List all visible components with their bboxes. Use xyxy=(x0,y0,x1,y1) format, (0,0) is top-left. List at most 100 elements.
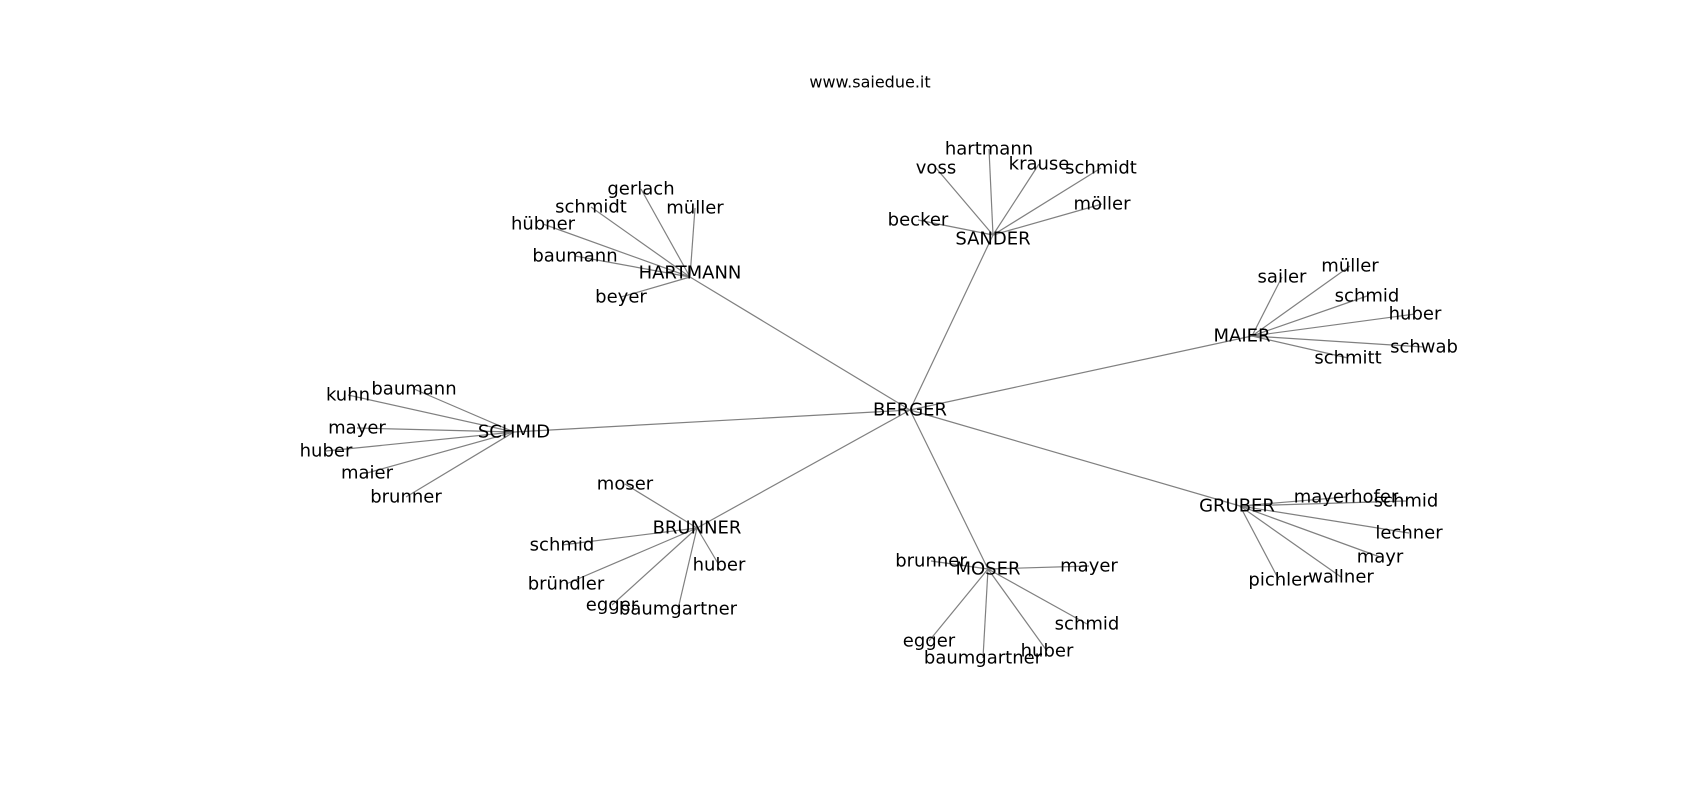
leaf-node-label-maier-4: schwab xyxy=(1390,337,1458,358)
leaf-node-label-hartmann-3: hübner xyxy=(511,214,576,235)
leaf-node-label-sander-0: hartmann xyxy=(945,139,1033,160)
edge-root-schmid xyxy=(513,409,911,433)
leaf-node-label-maier-2: schmid xyxy=(1335,286,1400,307)
leaf-node-label-maier-0: sailer xyxy=(1258,267,1307,288)
edge-root-moser xyxy=(909,409,989,570)
edge-moser-4 xyxy=(987,568,1048,652)
edge-sander-5 xyxy=(917,219,994,236)
edge-hartmann-2 xyxy=(689,207,696,278)
edge-sander-4 xyxy=(992,203,1103,236)
leaf-node-label-gruber-2: lechner xyxy=(1375,523,1443,544)
edge-maier-5 xyxy=(1251,335,1349,359)
leaf-node-label-brunner-3: bründler xyxy=(528,574,605,595)
hub-node-label-brunner: BRUNNER xyxy=(653,518,742,539)
edge-hartmann-1 xyxy=(590,206,691,278)
edge-schmid-4 xyxy=(366,431,515,474)
edge-moser-0 xyxy=(930,560,989,570)
leaf-node-label-sander-5: becker xyxy=(888,210,949,231)
edge-brunner-5 xyxy=(677,527,698,610)
leaf-node-label-maier-5: schmitt xyxy=(1314,348,1381,369)
leaf-node-label-maier-3: huber xyxy=(1389,304,1442,325)
edge-root-maier xyxy=(909,335,1253,411)
leaf-node-label-schmid-5: brunner xyxy=(370,487,442,508)
edge-hartmann-4 xyxy=(574,255,691,278)
hub-node-label-hartmann: HARTMANN xyxy=(639,263,742,284)
edge-moser-2 xyxy=(987,568,1088,625)
leaf-node-label-schmid-4: maier xyxy=(341,463,394,484)
leaf-node-label-hartmann-1: schmidt xyxy=(555,197,627,218)
edge-brunner-0 xyxy=(624,483,698,529)
hub-node-label-sander: SANDER xyxy=(955,229,1030,250)
leaf-node-label-hartmann-4: baumann xyxy=(532,246,617,267)
edge-schmid-2 xyxy=(356,427,515,433)
leaf-node-label-brunner-4: egger xyxy=(586,595,639,616)
leaf-node-label-brunner-5: baumgartner xyxy=(619,599,738,620)
leaf-node-label-gruber-1: schmid xyxy=(1374,491,1439,512)
edge-root-hartmann xyxy=(689,276,911,411)
leaf-node-label-hartmann-5: beyer xyxy=(595,287,647,308)
edge-moser-5 xyxy=(982,568,989,659)
leaf-node-label-gruber-0: mayerhofer xyxy=(1294,487,1399,508)
edge-gruber-2 xyxy=(1239,505,1410,534)
edge-schmid-5 xyxy=(405,431,515,498)
hub-node-label-maier: MAIER xyxy=(1213,326,1270,347)
root-node-label: BERGER xyxy=(873,400,947,421)
hub-node-label-gruber: GRUBER xyxy=(1199,496,1275,517)
leaf-node-label-moser-3: egger xyxy=(903,631,956,652)
leaf-node-label-gruber-3: mayr xyxy=(1357,547,1404,568)
edge-hartmann-3 xyxy=(542,223,691,278)
leaf-node-label-brunner-2: huber xyxy=(693,555,746,576)
edge-gruber-5 xyxy=(1239,505,1280,581)
leaf-node-label-sander-2: krause xyxy=(1009,154,1070,175)
edge-maier-0 xyxy=(1251,276,1283,337)
edge-schmid-1 xyxy=(347,394,515,433)
edge-maier-1 xyxy=(1251,265,1351,337)
source-label: www.saiedue.it xyxy=(809,73,930,92)
leaf-node-label-hartmann-2: müller xyxy=(666,198,724,219)
edge-root-brunner xyxy=(696,409,911,529)
edge-brunner-2 xyxy=(696,527,720,566)
edge-moser-3 xyxy=(928,568,989,642)
edge-moser-1 xyxy=(987,565,1090,570)
leaf-node-label-moser-5: baumgartner xyxy=(924,648,1043,669)
leaf-node-label-gruber-5: pichler xyxy=(1248,570,1310,591)
leaf-node-label-schmid-2: mayer xyxy=(328,418,386,439)
edge-maier-2 xyxy=(1251,295,1368,337)
edge-sander-3 xyxy=(992,167,1102,236)
edge-hartmann-0 xyxy=(640,188,691,278)
edge-brunner-3 xyxy=(565,527,698,585)
edge-schmid-0 xyxy=(413,388,515,433)
leaf-node-label-hartmann-0: gerlach xyxy=(607,179,674,200)
edge-hartmann-5 xyxy=(620,276,691,298)
leaf-node-label-maier-1: müller xyxy=(1321,256,1379,277)
hub-node-label-schmid: SCHMID xyxy=(478,422,550,443)
edge-gruber-0 xyxy=(1239,496,1347,507)
leaf-node-label-schmid-3: huber xyxy=(300,441,353,462)
leaf-node-label-sander-1: voss xyxy=(916,158,956,179)
leaf-node-label-sander-4: möller xyxy=(1073,194,1131,215)
edge-gruber-4 xyxy=(1239,505,1342,578)
edge-maier-4 xyxy=(1251,335,1425,348)
edge-sander-0 xyxy=(988,148,994,236)
edge-gruber-3 xyxy=(1239,505,1381,558)
edge-brunner-1 xyxy=(561,527,698,546)
edge-root-gruber xyxy=(909,409,1241,507)
leaf-node-label-moser-0: brunner xyxy=(895,551,967,572)
leaf-node-label-brunner-1: schmid xyxy=(530,535,595,556)
edge-schmid-3 xyxy=(325,431,515,452)
hub-node-label-moser: MOSER xyxy=(955,559,1020,580)
leaf-node-label-sander-3: schmidt xyxy=(1065,158,1137,179)
edges-layer xyxy=(325,148,1425,659)
leaf-node-label-moser-4: huber xyxy=(1021,641,1074,662)
leaf-node-label-schmid-1: kuhn xyxy=(326,385,370,406)
leaf-node-label-gruber-4: wallner xyxy=(1308,567,1374,588)
edge-root-sander xyxy=(909,234,994,411)
edge-sander-1 xyxy=(935,167,994,236)
leaf-node-label-moser-1: mayer xyxy=(1060,556,1118,577)
edge-brunner-4 xyxy=(611,527,698,606)
edge-maier-3 xyxy=(1251,313,1416,337)
edge-gruber-1 xyxy=(1239,500,1407,507)
leaf-node-label-brunner-0: moser xyxy=(597,474,654,495)
